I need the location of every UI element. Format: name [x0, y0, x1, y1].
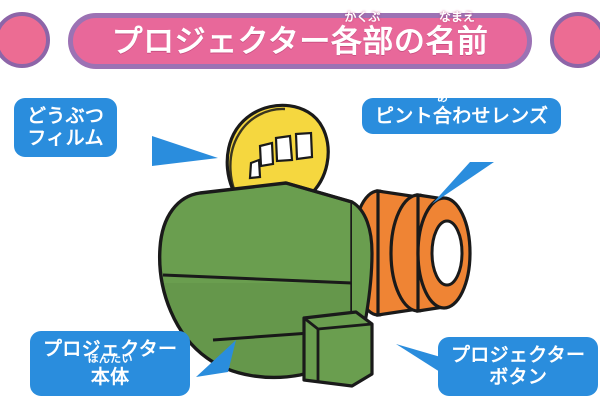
callout-lens-part-3: わせレンズ — [452, 105, 549, 127]
callout-lens-kanji: 合 — [432, 105, 453, 127]
title-segment-kakubu: かくぶ 各部 — [330, 11, 394, 60]
green-projector-button — [302, 310, 374, 388]
film-callout-tail — [152, 136, 218, 166]
callout-button-line-2: ボタン — [489, 366, 548, 389]
callout-lens-part-2: あ 合 — [432, 92, 453, 127]
ruby-hontai: ほんたい — [87, 352, 133, 366]
callout-lens-line: ピント あ 合 わせレンズ — [375, 92, 549, 127]
callout-button-line-1: プロジェクター — [451, 344, 586, 366]
lens-callout-tail — [432, 162, 494, 204]
callout-body-line-2: ほんたい 本体 — [88, 353, 133, 389]
button-callout-tail — [396, 344, 444, 372]
ruby-kakubu: かくぶ — [344, 9, 381, 24]
orange-focus-lens — [350, 189, 472, 317]
callout-body[interactable]: プロジェクター ほんたい 本体 — [30, 331, 191, 396]
callout-film[interactable]: どうぶつ フィルム — [14, 98, 118, 157]
callout-lens[interactable]: ピント あ 合 わせレンズ — [362, 92, 562, 135]
callout-lens-part-1: ピント — [375, 105, 433, 127]
callout-button[interactable]: プロジェクター ボタン — [438, 337, 599, 396]
callout-film-line-1: どうぶつ — [27, 105, 105, 127]
title-segment-namae: なまえ 名前 — [425, 11, 489, 60]
title-kanji-kakubu: 各部 — [330, 23, 394, 60]
ruby-namae: なまえ — [438, 9, 475, 24]
callout-body-line-1: プロジェクター — [43, 338, 178, 360]
callout-film-line-2: フィルム — [27, 127, 104, 150]
title-segment-no: の — [393, 23, 426, 60]
title-text-group: プロジェクター かくぶ 各部 の なまえ 名前 — [111, 11, 489, 60]
title-segment-projector: プロジェクター — [111, 23, 331, 60]
title-kanji-namae: 名前 — [425, 23, 489, 60]
yellow-film-disc — [225, 103, 330, 264]
pink-circle-left-icon — [0, 12, 50, 68]
title-banner: プロジェクター かくぶ 各部 の なまえ 名前 — [68, 11, 532, 69]
callout-body-kanji: 本体 — [90, 366, 130, 389]
ruby-a: あ — [436, 91, 449, 104]
body-callout-tail — [196, 340, 236, 377]
pink-circle-right-icon — [550, 12, 600, 68]
